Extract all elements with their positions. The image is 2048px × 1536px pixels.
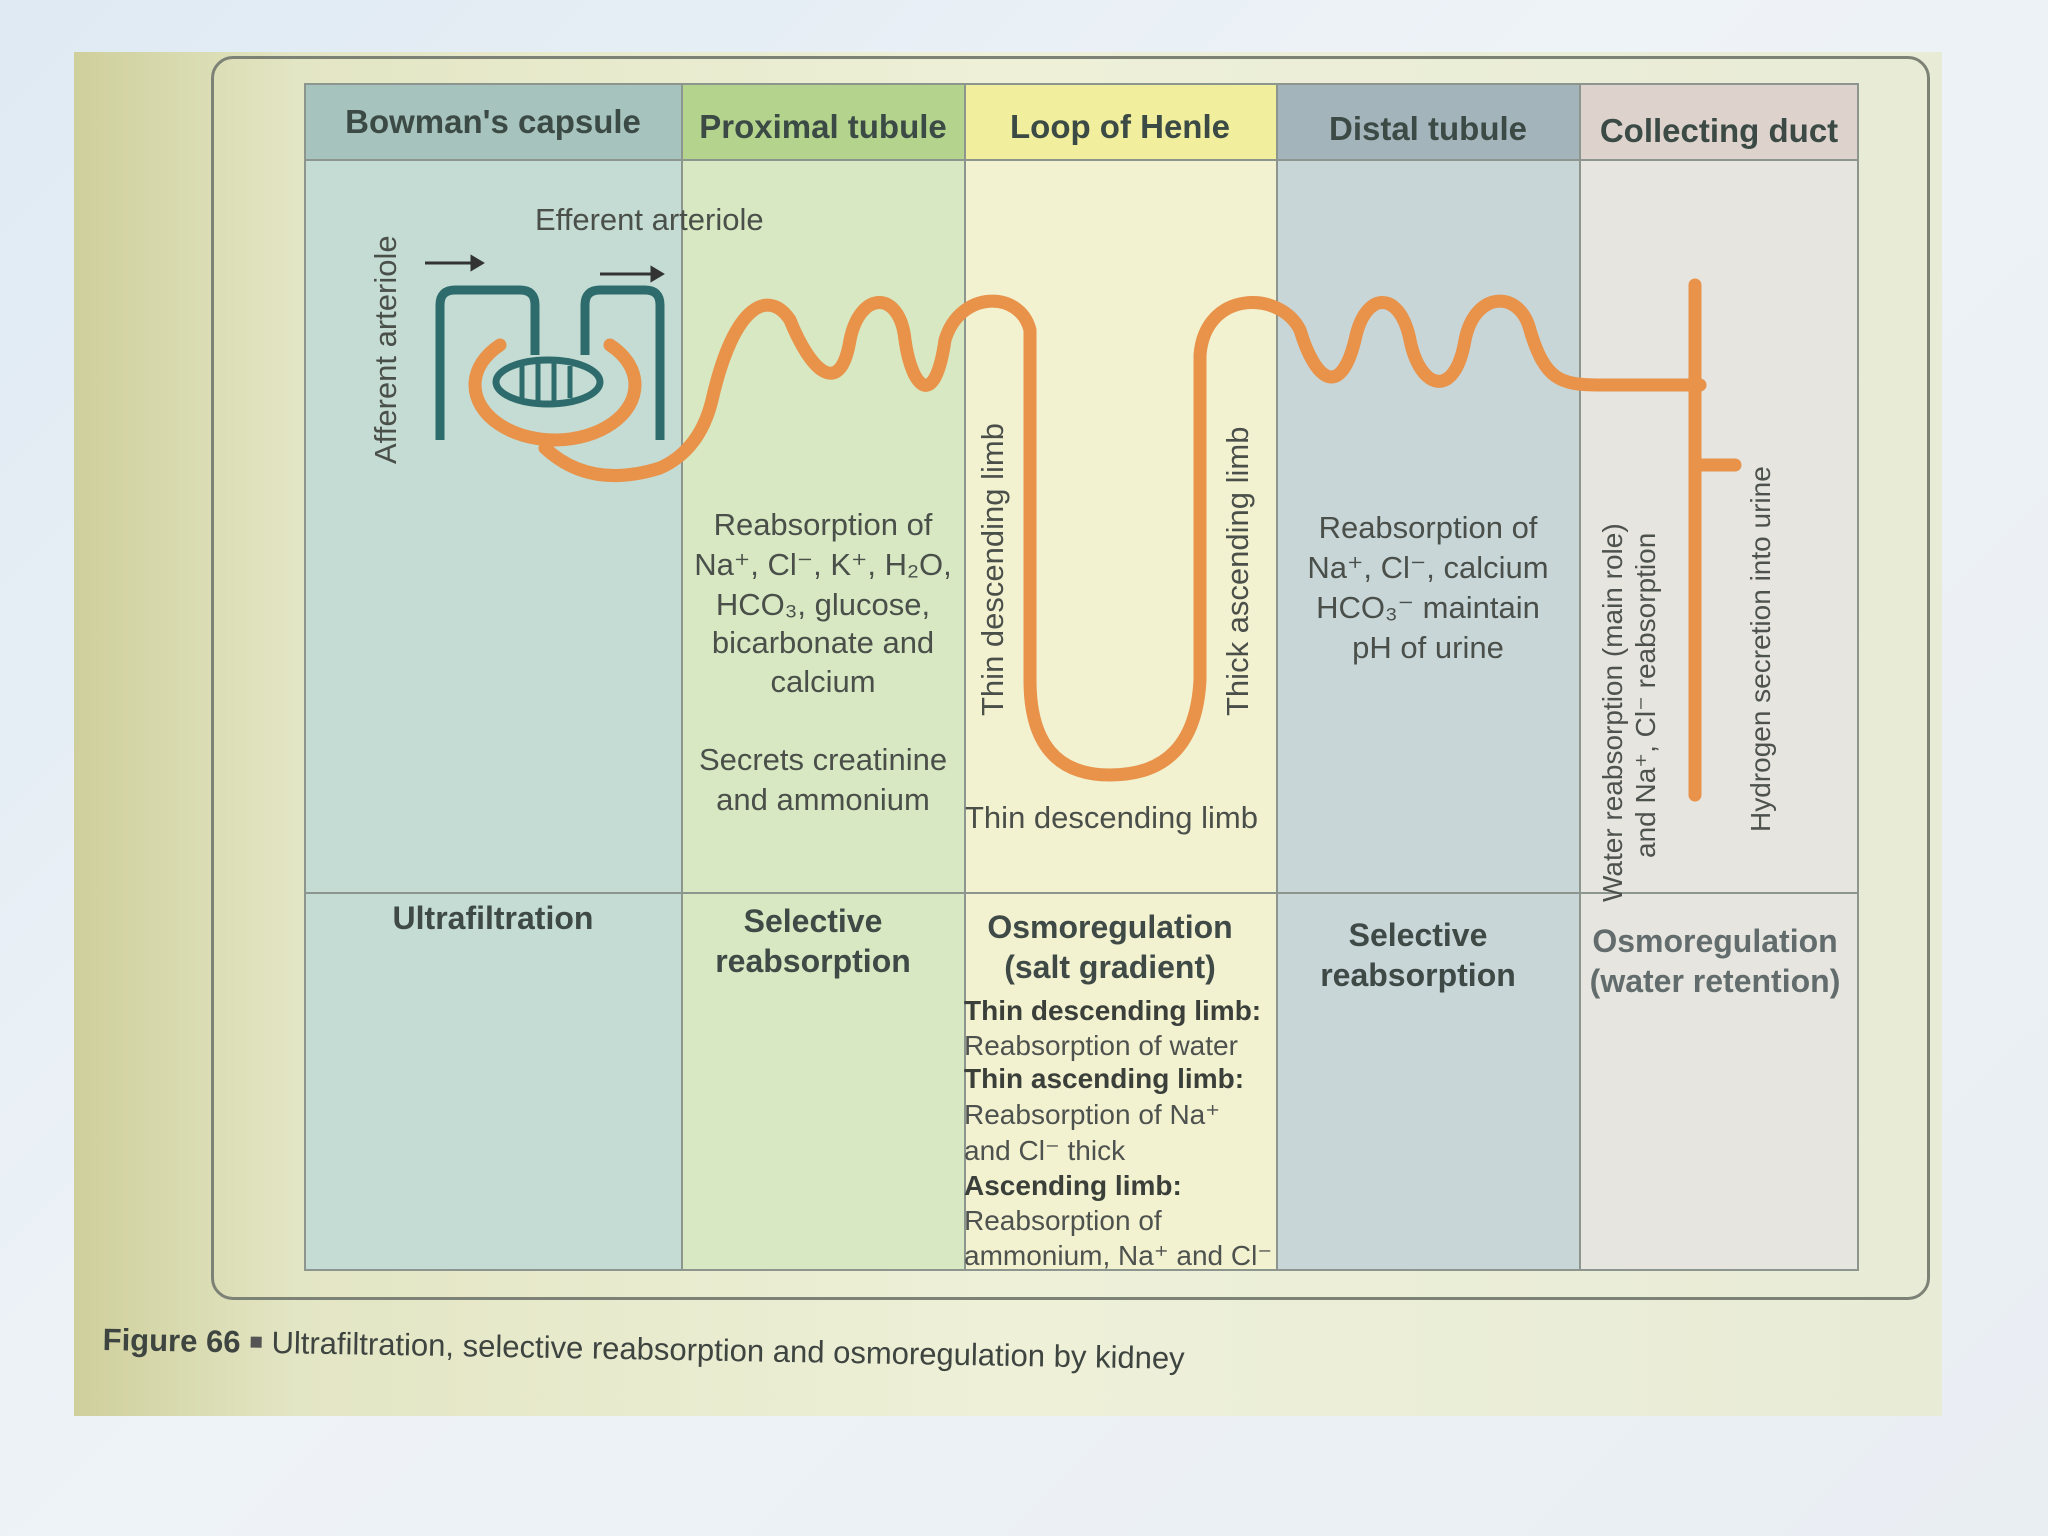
thin-descending-limb-bottom: Thin descending limb — [965, 800, 1258, 835]
proximal-description: Reabsorption of Na⁺, Cl⁻, K⁺, H₂O, HCO₃,… — [694, 507, 952, 817]
col-distal-header — [1277, 84, 1580, 160]
svg-text:HCO₃⁻ maintain: HCO₃⁻ maintain — [1316, 590, 1540, 625]
col-bowman-header — [305, 84, 682, 160]
svg-text:Reabsorption of: Reabsorption of — [714, 507, 933, 542]
function-bowman: Ultrafiltration — [393, 900, 594, 936]
distal-description: Reabsorption of Na⁺, Cl⁻, calcium HCO₃⁻ … — [1307, 510, 1548, 665]
svg-text:Reabsorption of Na⁺: Reabsorption of Na⁺ — [964, 1099, 1220, 1130]
afferent-arteriole-label: Afferent arteriole — [368, 235, 403, 464]
function-proximal: Selective reabsorption — [715, 903, 911, 979]
svg-text:(salt gradient): (salt gradient) — [1004, 949, 1216, 985]
figure-number: Figure 66 — [102, 1322, 241, 1360]
flow-arrows — [425, 254, 665, 283]
col-proximal-body — [682, 160, 965, 1270]
svg-text:Selective: Selective — [744, 903, 883, 939]
caption-square-icon — [250, 1336, 262, 1349]
col-title-proximal: Proximal tubule — [699, 108, 947, 145]
svg-text:Osmoregulation: Osmoregulation — [987, 909, 1232, 945]
col-title-distal: Distal tubule — [1329, 110, 1527, 147]
svg-text:Selective: Selective — [1349, 917, 1488, 953]
col-henle-body — [965, 160, 1277, 1270]
col-bowman-body — [305, 160, 682, 1270]
grid-lines — [304, 83, 1859, 1271]
svg-text:Reabsorption of: Reabsorption of — [1319, 510, 1538, 545]
hydrogen-secretion-label: Hydrogen secretion into urine — [1745, 466, 1776, 832]
col-title-collecting: Collecting duct — [1600, 112, 1838, 149]
svg-text:Secrets creatinine: Secrets creatinine — [699, 742, 947, 777]
svg-text:reabsorption: reabsorption — [1320, 957, 1516, 993]
efferent-arteriole-label: Efferent arteriole — [535, 202, 764, 237]
svg-text:HCO₃, glucose,: HCO₃, glucose, — [716, 587, 930, 622]
thick-ascending-limb-label: Thick ascending limb — [1220, 427, 1255, 716]
svg-text:pH of urine: pH of urine — [1352, 630, 1504, 665]
col-title-henle: Loop of Henle — [1010, 108, 1230, 145]
svg-text:and ammonium: and ammonium — [716, 782, 930, 817]
col-henle-header — [965, 84, 1277, 160]
svg-text:Na⁺, Cl⁻, K⁺, H₂O,: Na⁺, Cl⁻, K⁺, H₂O, — [694, 547, 952, 582]
svg-text:(water retention): (water retention) — [1590, 963, 1841, 999]
svg-text:Reabsorption of water: Reabsorption of water — [964, 1030, 1238, 1061]
col-title-bowman: Bowman's capsule — [345, 103, 641, 140]
svg-text:bicarbonate and: bicarbonate and — [712, 625, 934, 660]
svg-text:Na⁺, Cl⁻, calcium: Na⁺, Cl⁻, calcium — [1307, 550, 1548, 585]
function-distal: Selective reabsorption — [1320, 917, 1516, 993]
svg-text:Thin ascending limb:: Thin ascending limb: — [964, 1063, 1244, 1094]
henle-details: Thin descending limb: Reabsorption of wa… — [964, 995, 1272, 1271]
function-collecting: Osmoregulation (water retention) — [1590, 923, 1841, 999]
svg-text:reabsorption: reabsorption — [715, 943, 911, 979]
col-proximal-header — [682, 84, 965, 160]
figure-frame — [211, 56, 1930, 1300]
svg-text:ammonium, Na⁺ and Cl⁻: ammonium, Na⁺ and Cl⁻ — [964, 1240, 1272, 1271]
nephron-tubule — [468, 278, 1742, 802]
collecting-water-label: Water reabsorption (main role) — [1597, 523, 1628, 902]
function-henle: Osmoregulation (salt gradient) — [987, 909, 1232, 985]
svg-text:Osmoregulation: Osmoregulation — [1592, 923, 1837, 959]
svg-text:Thin descending limb:: Thin descending limb: — [964, 995, 1261, 1026]
svg-text:Ascending limb:: Ascending limb: — [964, 1170, 1182, 1201]
svg-text:and Cl⁻ thick: and Cl⁻ thick — [964, 1135, 1126, 1166]
col-collecting-header — [1580, 84, 1858, 160]
collecting-water-label-2: and Na⁺, Cl⁻ reabsorption — [1630, 533, 1661, 858]
col-collecting-body — [1580, 160, 1858, 1270]
svg-text:Reabsorption of: Reabsorption of — [964, 1205, 1162, 1236]
glomerulus — [435, 285, 665, 440]
svg-text:calcium: calcium — [770, 664, 875, 699]
thin-descending-limb-vertical: Thin descending limb — [975, 423, 1010, 716]
